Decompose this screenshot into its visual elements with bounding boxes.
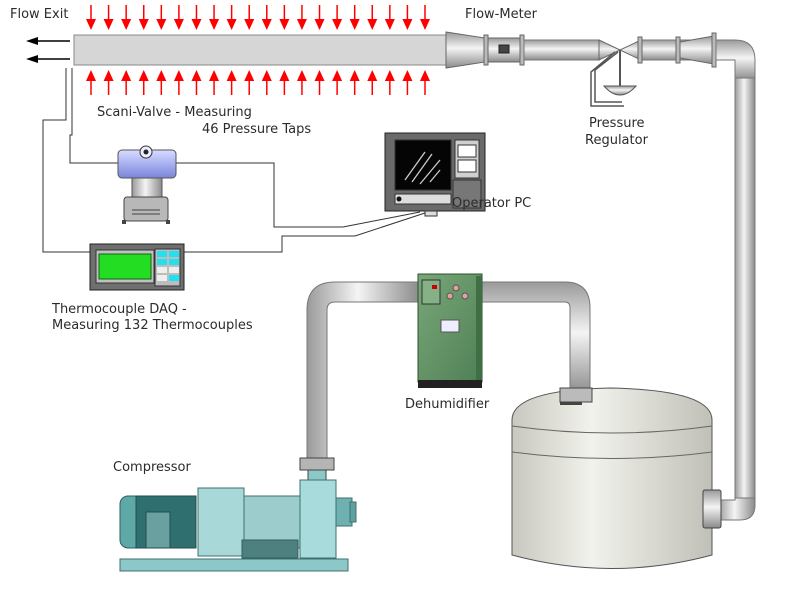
pressure-regulator xyxy=(590,50,638,107)
flow-exit-arrows xyxy=(26,37,70,63)
thermocouple-daq xyxy=(89,243,185,291)
flow-meter-label: Flow-Meter xyxy=(465,7,538,22)
storage-tank xyxy=(511,387,722,569)
thermocouple-label-line1: Thermocouple DAQ - xyxy=(52,302,187,317)
pressure-arrow-up xyxy=(226,70,237,95)
pressure-arrow-up xyxy=(261,70,272,95)
compressor-label: Compressor xyxy=(113,460,191,475)
pressure-arrow-down xyxy=(173,5,184,30)
pressure-arrow-down xyxy=(244,5,255,30)
pressure-arrow-down xyxy=(103,5,114,30)
pressure-arrow-down xyxy=(138,5,149,30)
pressure-arrow-down xyxy=(226,5,237,30)
pressure-arrow-up xyxy=(420,70,430,95)
pressure-arrow-up xyxy=(209,70,220,95)
scanivalve-label-line2: 46 Pressure Taps xyxy=(202,122,312,137)
pressure-arrow-down xyxy=(420,5,430,30)
pressure-arrow-up xyxy=(244,70,255,95)
pressure-arrow-down xyxy=(86,5,96,30)
pressure-arrow-down xyxy=(121,5,132,30)
pressure-arrow-down xyxy=(191,5,202,30)
pressure-arrow-up xyxy=(103,70,114,95)
pressure-arrow-down xyxy=(332,5,343,30)
exit-arrowhead xyxy=(26,55,38,63)
pressure-arrow-up xyxy=(86,70,96,95)
compressor xyxy=(119,457,357,572)
operator-pc xyxy=(384,132,486,217)
pressure-arrow-down xyxy=(384,5,395,30)
pressure-arrow-up xyxy=(121,70,132,95)
dehumidifier-label: Dehumidifier xyxy=(405,397,490,412)
pressure-regulator-label-line1: Pressure xyxy=(589,116,645,131)
pressure-arrow-down xyxy=(402,5,413,30)
pressure-arrow-down xyxy=(314,5,325,30)
pressure-regulator-label-line2: Regulator xyxy=(585,133,648,148)
pressure-arrow-up xyxy=(384,70,395,95)
signal-wires xyxy=(42,68,426,253)
exit-arrowhead xyxy=(26,37,38,45)
pressure-arrow-up xyxy=(156,70,167,95)
pressure-arrow-up xyxy=(314,70,325,95)
pressure-arrow-down xyxy=(156,5,167,30)
pressure-arrow-up xyxy=(296,70,307,95)
pressure-arrow-up xyxy=(332,70,343,95)
thermocouple-label-line2: Measuring 132 Thermocouples xyxy=(52,318,253,333)
pressure-arrow-up xyxy=(349,70,360,95)
pressure-arrow-up xyxy=(279,70,290,95)
pressure-arrow-down xyxy=(279,5,290,30)
pressure-arrows-top xyxy=(86,5,430,30)
pressure-arrow-down xyxy=(296,5,307,30)
pressure-arrow-up xyxy=(191,70,202,95)
pressure-arrow-down xyxy=(349,5,360,30)
operator-pc-label: Operator PC xyxy=(452,196,532,211)
pressure-arrow-up xyxy=(367,70,378,95)
test-section-duct xyxy=(73,34,447,66)
scanivalve xyxy=(117,145,177,224)
flow-meter xyxy=(445,31,525,69)
pressure-arrows-bottom xyxy=(86,70,430,95)
pressure-arrow-down xyxy=(261,5,272,30)
pressure-arrow-up xyxy=(402,70,413,95)
pressure-arrow-up xyxy=(173,70,184,95)
pressure-arrow-up xyxy=(138,70,149,95)
flow-exit-label: Flow Exit xyxy=(10,7,69,22)
pressure-arrow-down xyxy=(209,5,220,30)
dehumidifier xyxy=(417,273,483,388)
pressure-arrow-down xyxy=(367,5,378,30)
scanivalve-label-line1: Scani-Valve - Measuring xyxy=(97,105,252,120)
main-supply-pipe xyxy=(523,32,756,521)
